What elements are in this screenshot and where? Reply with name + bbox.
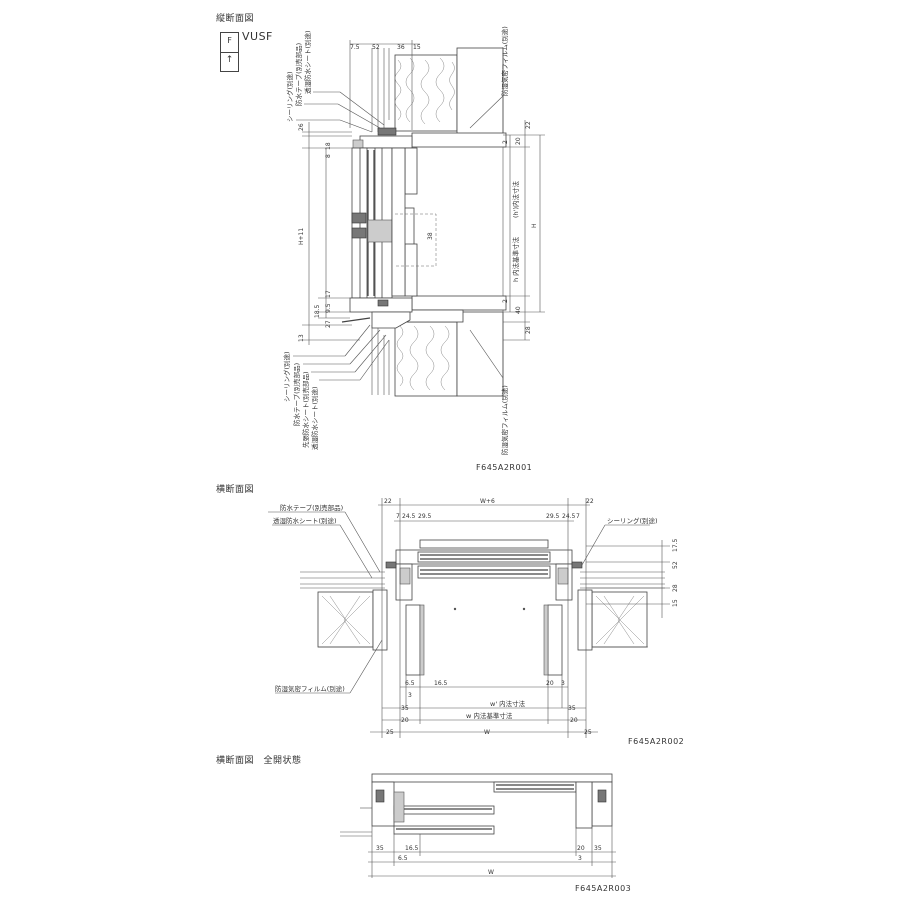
dim-v-28: 28	[525, 326, 532, 334]
dim-h-20-top: 20	[546, 680, 554, 687]
up-arrow-icon: ↑	[225, 55, 234, 65]
window-type-symbol: F ↑	[220, 32, 239, 72]
dim-o-16-5: 16.5	[405, 845, 419, 852]
dim-v-36: 36	[397, 44, 405, 51]
dim-v-38: 38	[427, 232, 434, 240]
dim-h-29-5-right: 29.5	[546, 513, 560, 520]
dim-o-35-left: 35	[376, 845, 384, 852]
label-h-inner-w: w 内法基準寸法	[466, 711, 513, 720]
label-h-film: 防湿気密フィルム(別途)	[275, 684, 345, 693]
dim-h-16-5: 16.5	[434, 680, 448, 687]
label-inner-h-prime: (h')内法寸法	[511, 181, 520, 218]
open-section-code: F645A2R003	[575, 884, 632, 893]
dim-v-18-5: 18.5	[314, 304, 321, 318]
vertical-section-code: F645A2R001	[476, 463, 533, 472]
dim-v-h: H	[531, 223, 538, 228]
dim-v-18: 18	[325, 142, 332, 150]
dim-v-9-5: 9.5	[325, 303, 332, 313]
dim-v-52: 52	[372, 44, 380, 51]
label-bottom-tape: 防水テープ(別売部品)	[292, 363, 301, 426]
dim-o-20: 20	[577, 845, 585, 852]
open-state-section-drawing: 35 16.5 20 35 6.5 3 W	[340, 773, 616, 878]
label-top-sealing: シーリング(別途)	[285, 71, 294, 122]
dim-v-20: 20	[515, 137, 522, 145]
model-name: VUSF	[242, 30, 273, 43]
dim-h-35-right: 35	[568, 705, 576, 712]
dim-h-6-5: 6.5	[405, 680, 415, 687]
dim-o-6-5: 6.5	[398, 855, 408, 862]
dim-v-8: 8	[325, 154, 332, 158]
horizontal-section-title: 横断面図	[216, 485, 255, 495]
label-h-tape: 防水テープ(別売部品)	[280, 503, 343, 512]
dim-h-22-left: 22	[384, 498, 392, 505]
label-h-inner-w-prime: w' 内法寸法	[490, 699, 526, 708]
dim-h-29-5-left: 29.5	[418, 513, 432, 520]
dim-h-35-left: 35	[401, 705, 409, 712]
dim-h-25-left: 25	[386, 729, 394, 736]
dim-h-52: 52	[672, 561, 679, 569]
vertical-section-drawing: 7.5 52 36 15 26 18 8 H+11 18.5 9.5 27 17…	[282, 26, 545, 455]
label-bottom-film: 防湿気密フィルム(別途)	[500, 385, 509, 455]
dim-v-27: 27	[325, 320, 332, 328]
label-top-sheet: 透湿防水シート(別途)	[303, 30, 312, 94]
dim-v-22: 22	[525, 121, 532, 129]
dim-v-2-top: 2	[502, 140, 509, 144]
label-bottom-sill-sheet: 先張防水シート(別売部品)	[301, 371, 310, 448]
dim-h-22-right: 22	[586, 498, 594, 505]
label-inner-h: h 内法基準寸法	[511, 236, 520, 282]
dim-h-7-left: 7	[396, 513, 400, 520]
open-section-title: 横断面図 全開状態	[216, 756, 302, 766]
dim-o-w: W	[488, 869, 494, 876]
label-h-sheet: 透湿防水シート(別途)	[273, 516, 337, 525]
dim-h-20-left: 20	[401, 717, 409, 724]
dim-v-7-5: 7.5	[350, 44, 360, 51]
dim-h-7-right: 7	[576, 513, 580, 520]
dim-h-20-right: 20	[570, 717, 578, 724]
vertical-section-title: 縦断面図	[216, 14, 255, 24]
dim-o-35-right: 35	[594, 845, 602, 852]
dim-v-h-11: H+11	[298, 228, 305, 245]
dim-v-13: 13	[298, 334, 305, 342]
label-h-sealing: シーリング(別途)	[607, 516, 658, 525]
dim-v-17: 17	[325, 290, 332, 298]
dim-o-3: 3	[578, 855, 582, 862]
dim-h-3-left: 3	[408, 692, 412, 699]
horizontal-section-code: F645A2R002	[628, 737, 685, 746]
label-top-film: 防湿気密フィルム(別途)	[500, 26, 509, 96]
dim-h-24-5-left: 24.5	[402, 513, 416, 520]
label-bottom-sealing: シーリング(別途)	[282, 351, 291, 402]
symbol-divider	[221, 52, 238, 53]
dim-v-40: 40	[515, 306, 522, 314]
label-top-tape: 防水テープ(別売部品)	[294, 43, 303, 106]
dim-v-15: 15	[413, 44, 421, 51]
dim-h-17-5: 17.5	[672, 538, 679, 552]
dim-h-w: W	[484, 729, 490, 736]
fix-label: F	[227, 36, 232, 45]
dim-h-28: 28	[672, 584, 679, 592]
dim-h-w-6: W+6	[480, 498, 495, 505]
label-bottom-sheet: 透湿防水シート(別途)	[310, 386, 319, 450]
horizontal-section-drawing: 22 W+6 22 7 24.5 29.5 29.5 24.5 7 17.5 5…	[268, 498, 679, 738]
dim-v-26: 26	[298, 123, 305, 131]
dim-v-2-bottom: 2	[502, 299, 509, 303]
dim-h-24-5-right: 24.5	[562, 513, 576, 520]
dim-h-15: 15	[672, 599, 679, 607]
dim-h-25-right: 25	[584, 729, 592, 736]
dim-h-3-top: 3	[561, 680, 565, 687]
